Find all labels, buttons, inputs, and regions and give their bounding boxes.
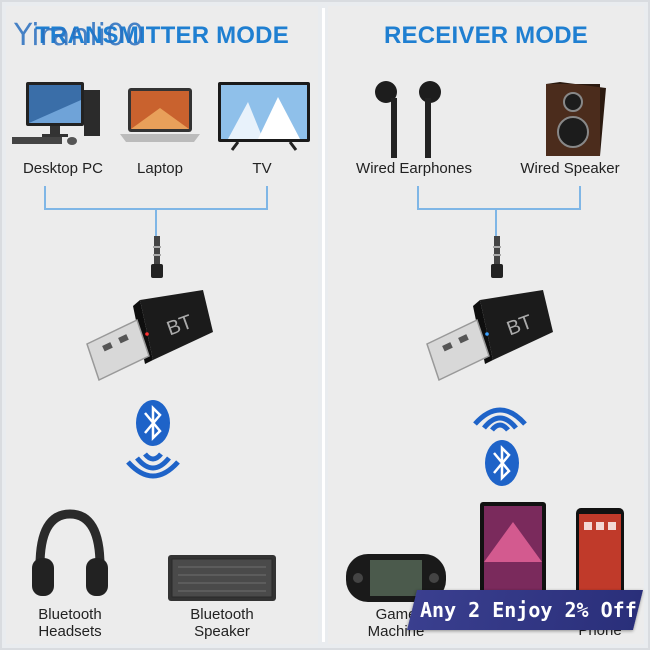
phone-icon <box>576 508 624 600</box>
wired-speaker-icon <box>546 82 606 156</box>
source-connector-line <box>155 208 157 244</box>
aux-jack-icon <box>151 236 163 278</box>
transmitter-mode-title: TRANSMITTER MODE <box>35 22 289 49</box>
source-label-laptop: Laptop <box>137 160 183 177</box>
output-connector-bracket <box>417 186 581 210</box>
tv-icon <box>218 82 310 151</box>
earphones-icon <box>375 81 441 158</box>
receiver-mode-title: RECEIVER MODE <box>384 22 588 49</box>
source-connector-bracket <box>44 186 268 210</box>
output-label-wired-speaker: Wired Speaker <box>520 160 620 177</box>
source-label-tv: TV <box>252 160 272 177</box>
headphones-icon <box>32 509 108 596</box>
signal-waves-icon-right <box>473 407 527 432</box>
output-label-headsets: Bluetooth Headsets <box>38 606 102 640</box>
laptop-icon <box>120 88 200 142</box>
tablet-icon <box>480 502 546 594</box>
source-label-desktop: Desktop PC <box>22 160 104 177</box>
panel-divider <box>322 8 325 642</box>
output-connector-line <box>495 208 497 244</box>
bt-adapter-icon: BT <box>86 290 213 382</box>
desktop-pc-icon <box>12 82 100 145</box>
output-label-speaker: Bluetooth Speaker <box>190 606 254 640</box>
aux-jack-icon-right <box>491 236 503 278</box>
signal-waves-icon <box>126 452 180 479</box>
bt-adapter-icon-right: BT <box>426 290 553 382</box>
promo-text: Any 2 Enjoy 2% Off <box>420 598 637 622</box>
output-label-earphones: Wired Earphones <box>356 160 472 177</box>
watermark-text: Yiranli00 <box>14 18 145 53</box>
bluetooth-speaker-icon <box>168 555 276 601</box>
bluetooth-icon-right <box>485 440 519 486</box>
bluetooth-icon <box>136 400 170 446</box>
